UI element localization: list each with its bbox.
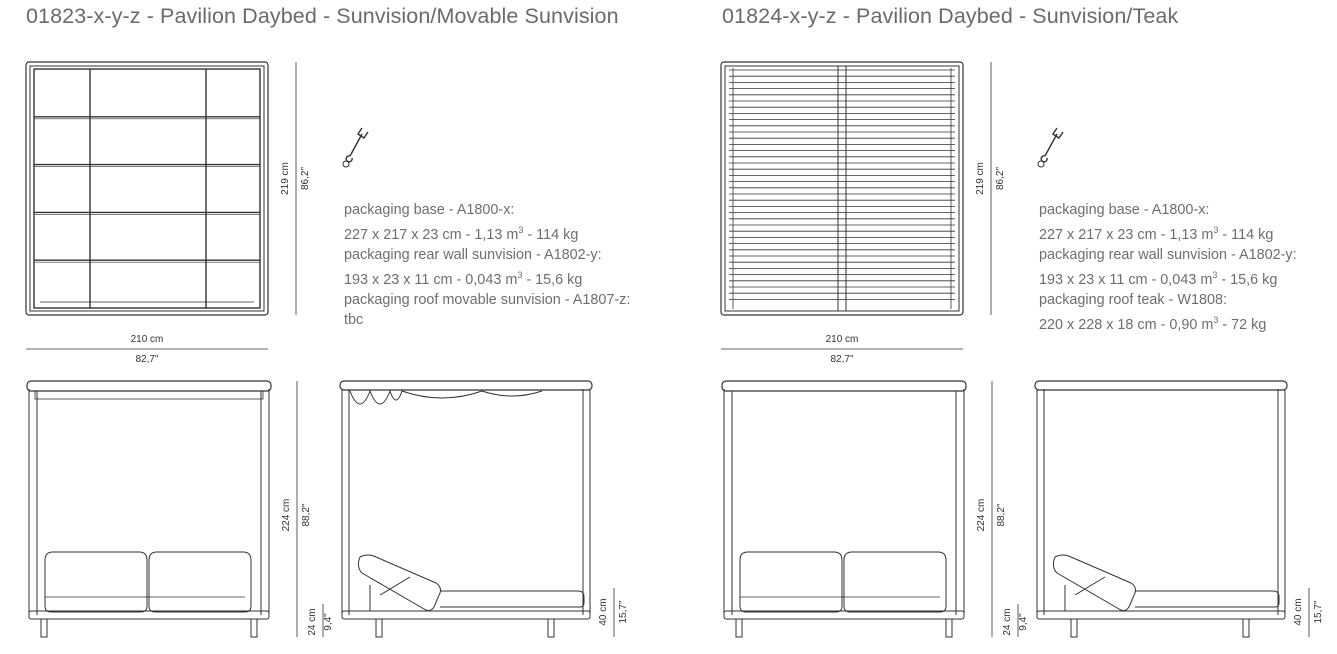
dimension-label: 9,4"	[323, 613, 334, 631]
spec-line: tbc	[344, 311, 364, 328]
seat-cushion	[440, 590, 585, 608]
roof-edge	[26, 380, 272, 392]
base-frame	[28, 610, 270, 620]
backrest-strut	[379, 576, 411, 596]
unit-exponent: 3	[1213, 225, 1219, 235]
packaging-spec-01823: packaging base - A1800-x: 227 x 217 x 23 …	[344, 200, 630, 330]
front-view	[721, 380, 967, 638]
packaging-spec-01824: packaging base - A1800-x: 227 x 217 x 23 …	[1039, 200, 1297, 334]
drawing-set-01823: 219 cm 86,2" 210 cm 82,7" 224 cm 88,2" 24 cm 9,…	[25, 61, 629, 638]
centre-beam	[837, 65, 847, 312]
spec-line: 220 x 228 x 18 cm - 0,90 m3 - 72 kg	[1039, 310, 1297, 335]
product-title-01823: 01823-x-y-z - Pavilion Daybed - Sunvisio…	[26, 4, 619, 28]
leg	[735, 618, 743, 638]
dimension-label: 210 cm	[826, 334, 859, 345]
dimension-label: 219 cm	[280, 162, 291, 195]
wrench-body	[1040, 127, 1064, 163]
dimension-label: 24 cm	[307, 608, 318, 635]
unit-exponent: 3	[1212, 269, 1218, 280]
side-view	[1034, 380, 1288, 638]
spec-value: 227 x 217 x 23 cm - 1,13 m	[344, 226, 519, 243]
spec-value: 193 x 23 x 11 cm - 0,043 m	[344, 271, 518, 288]
back-cushion-right	[148, 551, 252, 613]
inner-frame	[29, 65, 265, 312]
roof-edge	[339, 380, 593, 391]
leg	[1070, 618, 1078, 638]
dimension-label: 9,4"	[1018, 613, 1029, 631]
dimension-label: 40 cm	[1293, 598, 1304, 625]
leg	[945, 618, 953, 638]
dimension-label: 88,2"	[996, 503, 1007, 526]
leg	[40, 618, 48, 638]
dimension-label: 88,2"	[301, 503, 312, 526]
wrench-icon	[1037, 127, 1064, 168]
backrest-strut	[1074, 576, 1106, 596]
outer-frame	[720, 61, 964, 316]
spec-line: packaging roof movable sunvision - A1807…	[344, 291, 631, 308]
spec-line: packaging roof teak - W1808:	[1039, 291, 1227, 308]
back-cushion-left	[739, 551, 843, 613]
dimension-label: 219 cm	[975, 162, 986, 195]
spec-value: - 15,6 kg	[1217, 271, 1278, 288]
top-view	[720, 61, 964, 316]
seat-cushion	[1135, 590, 1280, 608]
spec-value: 227 x 217 x 23 cm - 1,13 m	[1039, 226, 1214, 243]
dimension-label: 40 cm	[598, 598, 609, 625]
outer-frame	[25, 61, 269, 316]
unit-exponent: 3	[517, 269, 523, 280]
roof-edge	[721, 380, 967, 392]
product-title-01824: 01824-x-y-z - Pavilion Daybed - Sunvisio…	[722, 4, 1179, 28]
base-frame	[723, 610, 965, 620]
wrench-body	[345, 127, 369, 163]
drawing-set-01824: 219 cm 86,2" 210 cm 82,7" 224 cm 88,2" 24 cm 9,…	[720, 61, 1324, 638]
spec-value: 193 x 23 x 11 cm - 0,043 m	[1039, 271, 1213, 288]
dimension-label: 210 cm	[131, 334, 164, 345]
base-frame	[1036, 610, 1286, 620]
wrench-ring	[1037, 160, 1045, 168]
spec-line: packaging base - A1800-x:	[344, 202, 515, 218]
spec-value: 220 x 228 x 18 cm - 0,90 m	[1039, 316, 1214, 333]
dimension-label: 24 cm	[1002, 608, 1013, 635]
dimension-label: 15,7"	[618, 600, 629, 623]
spec-value: - 72 kg	[1218, 316, 1267, 333]
spec-value: - 114 kg	[523, 226, 579, 243]
dimension-label: 86,2"	[995, 167, 1006, 190]
dimension-label: 82,7"	[135, 354, 158, 365]
side-view	[339, 380, 593, 638]
dimension-label: 15,7"	[1313, 600, 1324, 623]
spec-line: 193 x 23 x 11 cm - 0,043 m3 - 15,6 kg	[1039, 265, 1297, 290]
reclined-backrest	[1052, 554, 1136, 612]
spec-line: 193 x 23 x 11 cm - 0,043 m3 - 15,6 kg	[344, 265, 630, 290]
folded-sunvision	[34, 390, 264, 400]
gathered-sunvision	[349, 389, 543, 405]
leg	[1242, 618, 1250, 638]
spec-line: 227 x 217 x 23 cm - 1,13 m3 - 114 kg	[344, 220, 630, 245]
base-frame	[341, 610, 591, 620]
front-view	[26, 380, 272, 638]
spec-line: packaging rear wall sunvision - A1802-y:	[344, 246, 602, 263]
leg	[547, 618, 555, 638]
roof-frame	[33, 68, 261, 309]
unit-exponent: 3	[1213, 314, 1219, 325]
leg	[250, 618, 258, 638]
dimension-label: 224 cm	[281, 499, 292, 532]
spec-line: packaging base - A1800-x:	[1039, 202, 1210, 218]
reclined-backrest	[357, 554, 441, 612]
dimension-label: 82,7"	[830, 354, 853, 365]
back-cushion-right	[843, 551, 947, 613]
spec-line: 227 x 217 x 23 cm - 1,13 m3 - 114 kg	[1039, 220, 1297, 245]
back-cushion-left	[44, 551, 148, 613]
wrench-ring	[342, 160, 350, 168]
spec-value: - 114 kg	[1218, 226, 1274, 243]
dimension-label: 86,2"	[300, 167, 311, 190]
spec-line: packaging rear wall sunvision - A1802-y:	[1039, 246, 1297, 263]
spec-value: - 15,6 kg	[522, 271, 583, 288]
dimension-label: 224 cm	[976, 499, 987, 532]
roof-edge	[1034, 380, 1288, 391]
unit-exponent: 3	[518, 225, 524, 235]
leg	[375, 618, 383, 638]
wrench-icon	[342, 127, 369, 168]
top-view	[25, 61, 269, 316]
